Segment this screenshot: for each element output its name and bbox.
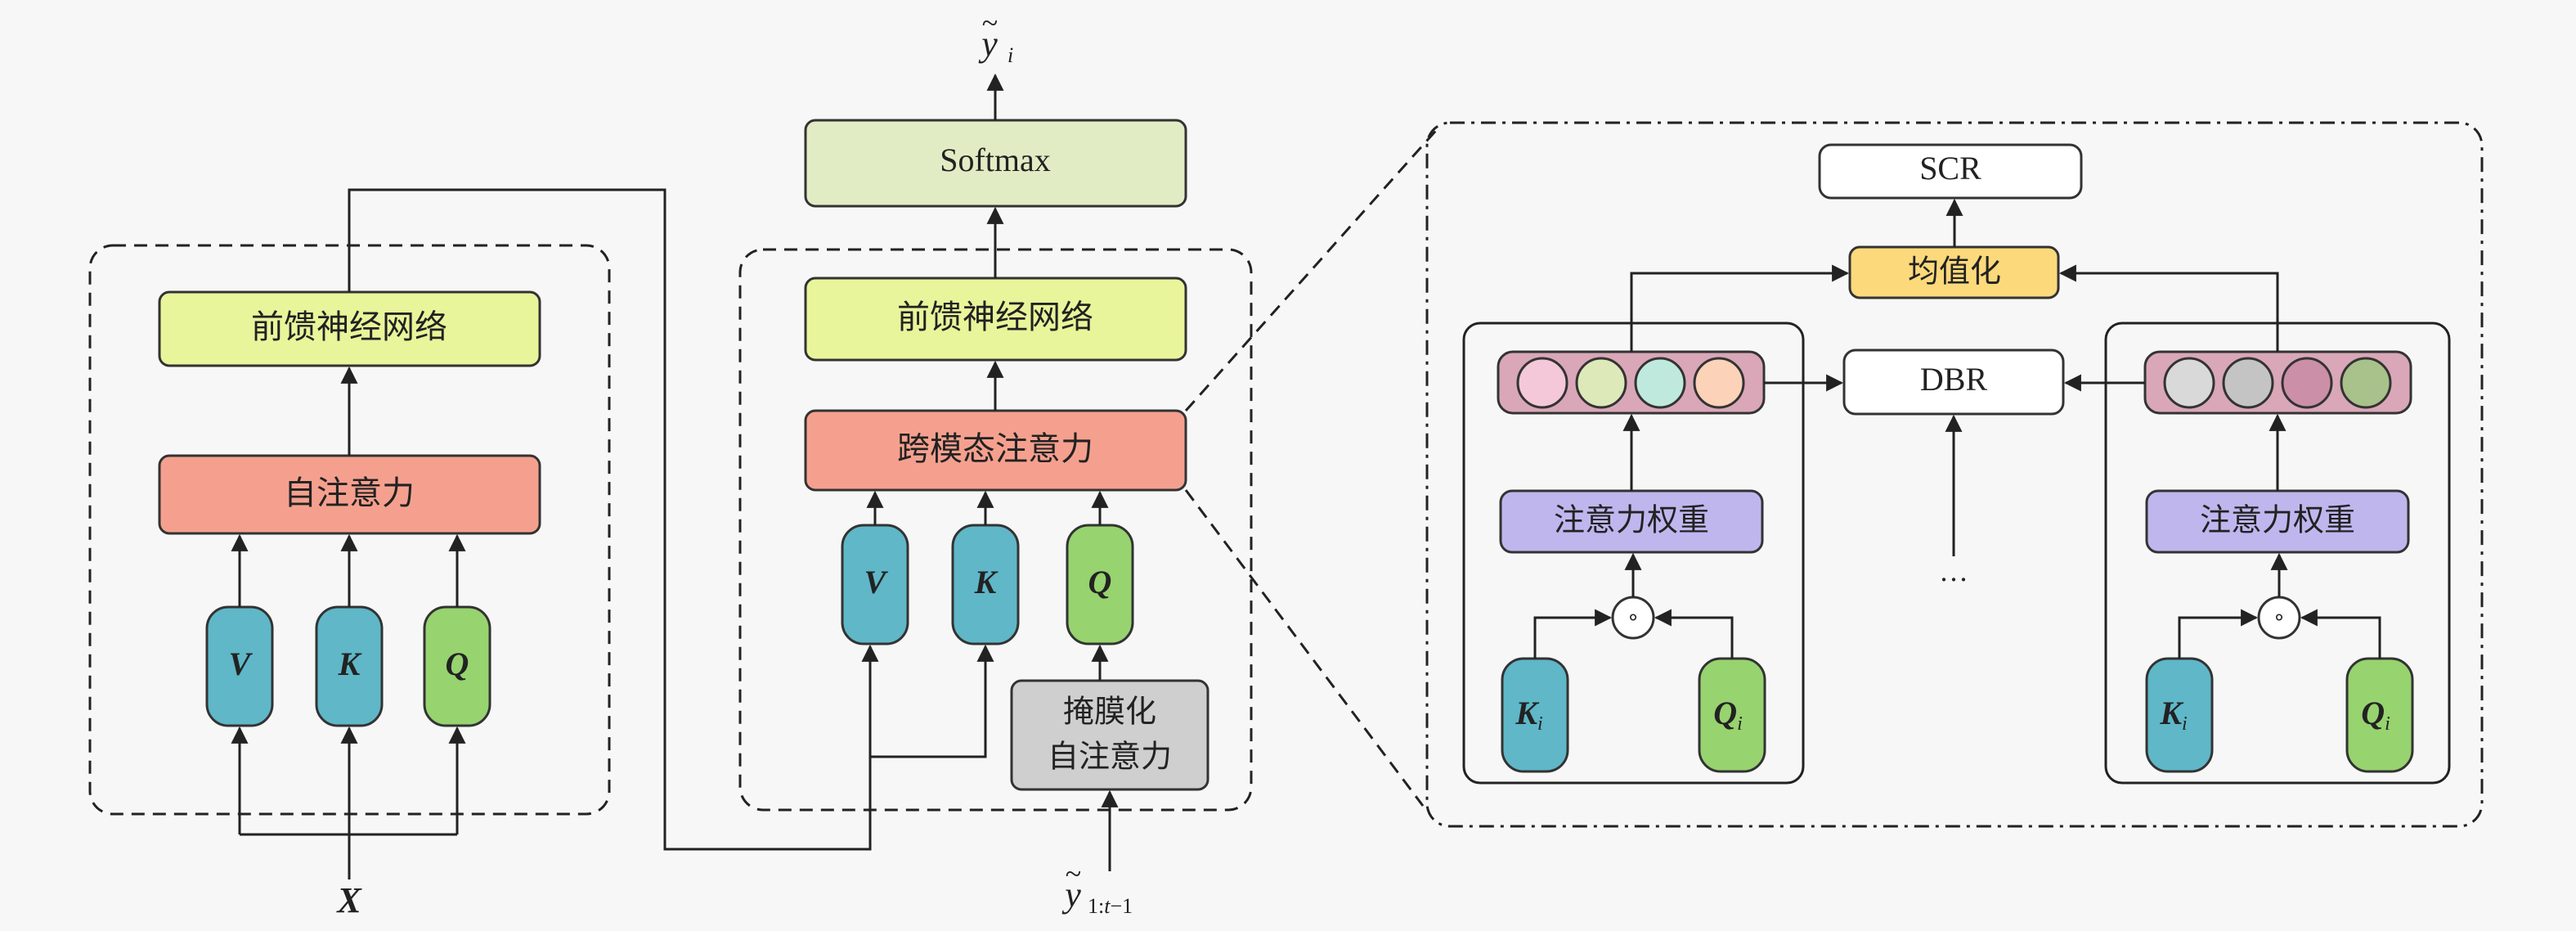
input-y: y bbox=[1061, 875, 1081, 915]
ellipsis-label: ··· bbox=[1939, 563, 1968, 596]
scr-box bbox=[1818, 143, 2083, 200]
input-tilde: ~ bbox=[1065, 857, 1080, 890]
decoder-q-label: Q bbox=[1088, 564, 1112, 600]
right-weights-label: 注意力权重 bbox=[2200, 502, 2355, 538]
mean-label: 均值化 bbox=[1908, 254, 2001, 290]
left-bar-to-mean-arrow bbox=[1630, 264, 1850, 352]
left-circles-circle-2 bbox=[1575, 357, 1627, 409]
detail-panel: SCR 均值化 DBR ··· 注意力权重 ∘ Ki Qi 注意力权重 ∘ Ki… bbox=[1425, 121, 2484, 828]
left-circles-circle-4 bbox=[1693, 357, 1745, 409]
right-product-symbol: ∘ bbox=[2273, 605, 2286, 629]
decoder-dashed-frame bbox=[738, 248, 1253, 812]
encoder-block: 前馈神经网络 自注意力 V K Q X bbox=[88, 188, 879, 920]
zoom-line-top bbox=[1184, 126, 1441, 412]
encoder-q-label: Q bbox=[446, 645, 469, 682]
detail-dashdot-frame bbox=[1425, 121, 2484, 828]
right-vector-circles bbox=[2163, 357, 2392, 409]
dbr-box bbox=[1842, 349, 2065, 416]
masked-self-attention-line2: 自注意力 bbox=[1048, 739, 1172, 775]
decoder-ffn-label: 前馈神经网络 bbox=[897, 299, 1093, 336]
left-ki-to-product-arrow bbox=[1533, 609, 1613, 659]
left-product-symbol: ∘ bbox=[1627, 605, 1640, 629]
right-ki-label: Ki bbox=[2159, 695, 2187, 734]
encoder-input-x-label: X bbox=[335, 880, 362, 920]
softmax-label: Softmax bbox=[940, 142, 1051, 178]
left-head-frame bbox=[1462, 322, 1805, 785]
decoder-input-label: ~ y 1:t−1 bbox=[1061, 857, 1133, 918]
cross-attention-label: 跨模态注意力 bbox=[897, 430, 1093, 468]
output-tilde: ~ bbox=[981, 7, 997, 39]
masked-self-attention-line1: 掩膜化 bbox=[1063, 694, 1156, 730]
right-circles-circle-4 bbox=[2340, 357, 2392, 409]
decoder-k-label: K bbox=[974, 564, 999, 600]
encoder-ffn-label: 前馈神经网络 bbox=[251, 308, 447, 346]
left-circles-circle-3 bbox=[1634, 357, 1686, 409]
output-subscript: i bbox=[1008, 43, 1013, 67]
right-circles-circle-2 bbox=[2222, 357, 2274, 409]
masked-self-attention-box bbox=[1010, 679, 1209, 791]
output-y: y bbox=[978, 24, 998, 64]
right-bar-to-mean-arrow bbox=[2058, 264, 2279, 352]
encoder-to-decoder-line bbox=[348, 188, 879, 851]
encoder-v-label: V bbox=[229, 645, 254, 682]
right-ki-to-product-arrow bbox=[2178, 609, 2259, 659]
dbr-label: DBR bbox=[1920, 361, 1988, 398]
decoder-v-label: V bbox=[864, 564, 889, 600]
left-weights-label: 注意力权重 bbox=[1554, 502, 1709, 538]
right-circles-circle-3 bbox=[2281, 357, 2333, 409]
right-circles-circle-1 bbox=[2163, 357, 2215, 409]
left-ki-label: Ki bbox=[1515, 695, 1542, 734]
left-circles-circle-1 bbox=[1516, 357, 1568, 409]
encoder-self-attention-label: 自注意力 bbox=[284, 474, 415, 512]
left-qi-label: Qi bbox=[1713, 695, 1743, 734]
right-qi-to-product-arrow bbox=[2300, 609, 2381, 659]
left-vector-circles bbox=[1516, 357, 1745, 409]
input-subscript: 1:t−1 bbox=[1088, 894, 1133, 918]
zoom-line-bottom bbox=[1184, 489, 1425, 807]
left-qi-to-product-arrow bbox=[1654, 609, 1734, 659]
decoder-output-label: ~ y i bbox=[978, 7, 1013, 67]
encoder-k-label: K bbox=[338, 645, 362, 682]
scr-label: SCR bbox=[1919, 150, 1981, 187]
decoder-block: Softmax 前馈神经网络 跨模态注意力 V K Q 掩膜化 自注意力 ~ y… bbox=[738, 7, 1253, 918]
right-qi-label: Qi bbox=[2361, 695, 2390, 734]
encoder-branch-to-decoder-k bbox=[870, 644, 994, 758]
